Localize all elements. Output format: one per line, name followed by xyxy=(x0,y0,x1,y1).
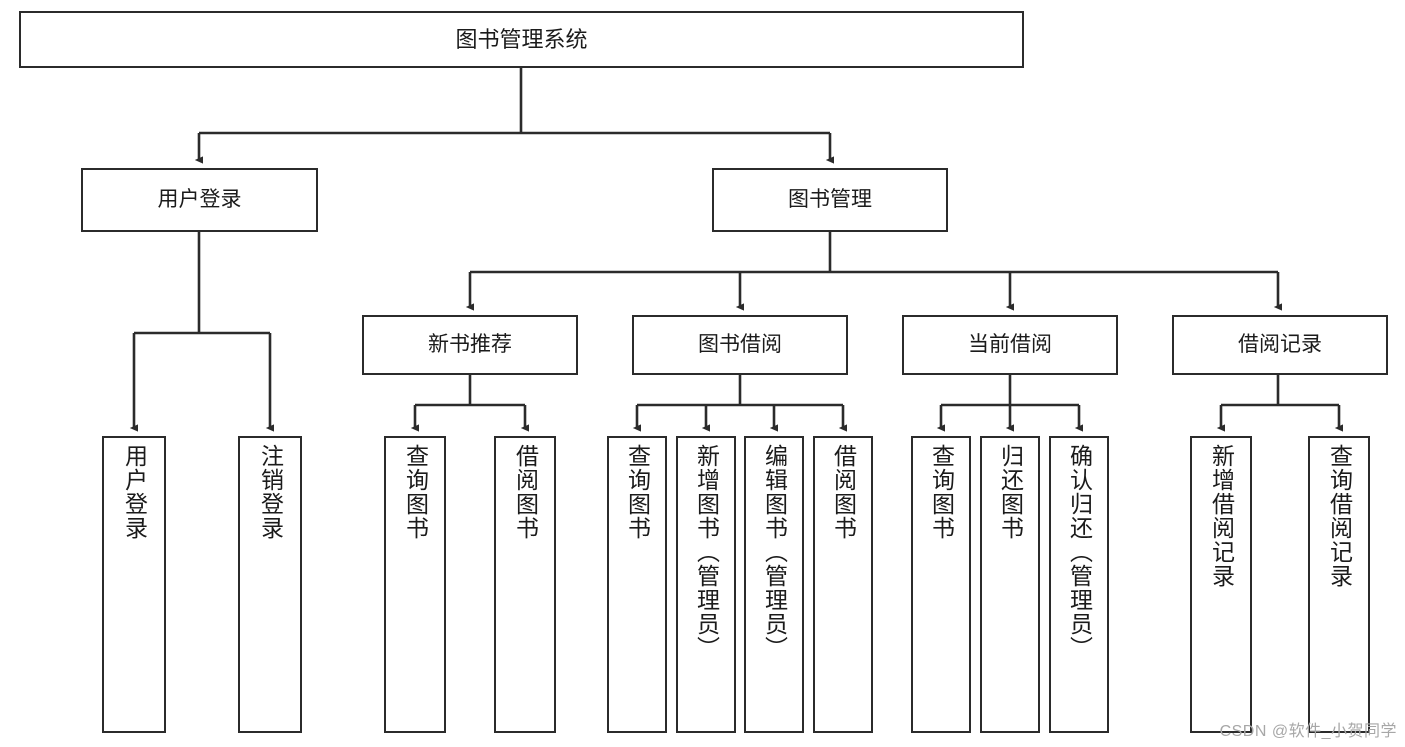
node-label: 用户登录 xyxy=(121,444,148,540)
node-label: 当前借阅 xyxy=(968,332,1052,356)
leaf-borrow-add-book-admin[interactable]: 新增图书（管理员） xyxy=(676,436,736,733)
leaf-current-confirm-return-admin[interactable]: 确认归还（管理员） xyxy=(1049,436,1109,733)
leaf-records-add-record[interactable]: 新增借阅记录 xyxy=(1190,436,1252,733)
edges-newbook-to-leaves xyxy=(410,375,530,432)
node-label: 查询图书 xyxy=(402,444,429,540)
leaf-current-return-books[interactable]: 归还图书 xyxy=(980,436,1040,733)
node-label: 借阅图书 xyxy=(512,444,539,540)
edges-userlogin-to-leaves xyxy=(129,232,275,432)
leaf-logout[interactable]: 注销登录 xyxy=(238,436,302,733)
node-root-system[interactable]: 图书管理系统 xyxy=(19,11,1024,68)
leaf-newbook-query-books[interactable]: 查询图书 xyxy=(384,436,446,733)
node-label: 注销登录 xyxy=(257,444,284,540)
node-label: 确认归还（管理员） xyxy=(1066,444,1093,660)
node-label: 编辑图书（管理员） xyxy=(761,444,788,660)
node-label: 图书借阅 xyxy=(698,332,782,356)
edges-records-to-leaves xyxy=(1216,375,1344,432)
node-label: 用户登录 xyxy=(157,187,242,211)
node-label: 查询图书 xyxy=(624,444,651,540)
leaf-user-login[interactable]: 用户登录 xyxy=(102,436,166,733)
leaf-borrow-query-books[interactable]: 查询图书 xyxy=(607,436,667,733)
leaf-borrow-borrow-books[interactable]: 借阅图书 xyxy=(813,436,873,733)
node-book-management[interactable]: 图书管理 xyxy=(712,168,948,232)
node-new-book-recommend[interactable]: 新书推荐 xyxy=(362,315,578,375)
node-label: 新增借阅记录 xyxy=(1208,444,1235,588)
edges-current-to-leaves xyxy=(936,375,1084,432)
node-label: 查询图书 xyxy=(928,444,955,540)
node-label: 借阅记录 xyxy=(1238,332,1322,356)
edges-root-to-level2 xyxy=(194,68,835,164)
node-label: 借阅图书 xyxy=(830,444,857,540)
node-label: 新书推荐 xyxy=(428,332,512,356)
node-label: 查询借阅记录 xyxy=(1326,444,1353,588)
node-user-login[interactable]: 用户登录 xyxy=(81,168,318,232)
watermark: CSDN @软件_小贺同学 xyxy=(1219,723,1397,740)
node-label: 图书管理 xyxy=(788,187,872,211)
edges-borrow-to-leaves xyxy=(632,375,848,432)
node-label: 归还图书 xyxy=(997,444,1024,540)
node-book-borrow[interactable]: 图书借阅 xyxy=(632,315,848,375)
leaf-newbook-borrow-books[interactable]: 借阅图书 xyxy=(494,436,556,733)
leaf-borrow-edit-book-admin[interactable]: 编辑图书（管理员） xyxy=(744,436,804,733)
node-label: 图书管理系统 xyxy=(455,26,588,52)
leaf-records-query-record[interactable]: 查询借阅记录 xyxy=(1308,436,1370,733)
node-current-borrow[interactable]: 当前借阅 xyxy=(902,315,1118,375)
leaf-current-query-books[interactable]: 查询图书 xyxy=(911,436,971,733)
node-label: 新增图书（管理员） xyxy=(693,444,720,660)
node-borrow-records[interactable]: 借阅记录 xyxy=(1172,315,1388,375)
edges-bookmgmt-to-level3 xyxy=(465,232,1283,311)
